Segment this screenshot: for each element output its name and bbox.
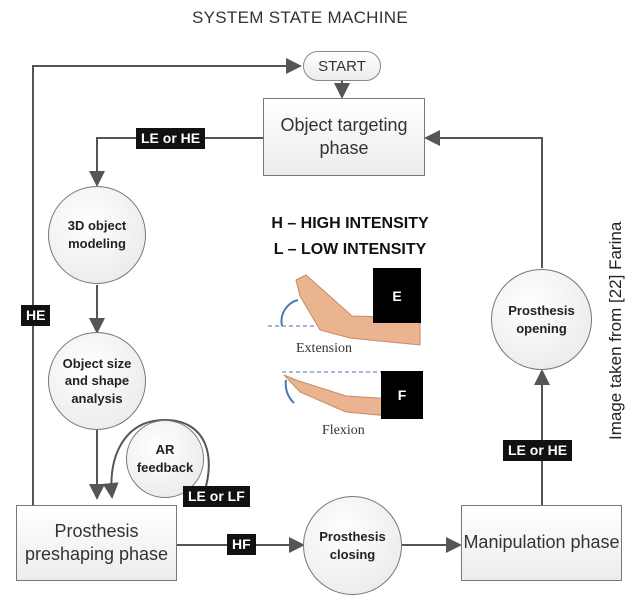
transition-tag-le-or-lf: LE or LF [183, 486, 250, 507]
transition-tag-le-or-he-top: LE or HE [136, 128, 206, 149]
extension-hand-illustration [268, 274, 421, 346]
3d-object-modeling-node: 3D object modeling [48, 186, 146, 284]
transition-tag-hf: HF [227, 534, 256, 555]
manipulation-state: Manipulation phase [461, 505, 622, 581]
ar-feedback-node: AR feedback [126, 420, 204, 498]
flexion-label-box: F [381, 371, 423, 419]
prosthesis-closing-node: Prosthesis closing [303, 496, 402, 595]
diagram-title: SYSTEM STATE MACHINE [191, 8, 408, 27]
legend-low-intensity: L – LOW INTENSITY [273, 241, 427, 258]
preshaping-to-start-arrow [32, 58, 302, 505]
object-targeting-state: Object targeting phase [263, 98, 425, 176]
preshaping-state: Prosthesis preshaping phase [16, 505, 177, 581]
legend-high-intensity: H – HIGH INTENSITY [271, 215, 429, 232]
targeting-to-modeling-arrow [89, 137, 263, 187]
transition-tag-le-or-he-right: LE or HE [503, 440, 573, 461]
extension-caption: Extension [296, 341, 352, 356]
flexion-caption: Flexion [322, 423, 365, 438]
prosthesis-opening-node: Prosthesis opening [491, 269, 592, 370]
opening-to-targeting-arrow [424, 130, 543, 268]
object-size-shape-node: Object size and shape analysis [48, 332, 146, 430]
start-node: START [303, 51, 381, 81]
image-credit: Image taken from [22] Farina [606, 221, 625, 440]
extension-label-box: E [373, 268, 421, 323]
transition-tag-he-left: HE [21, 305, 51, 326]
